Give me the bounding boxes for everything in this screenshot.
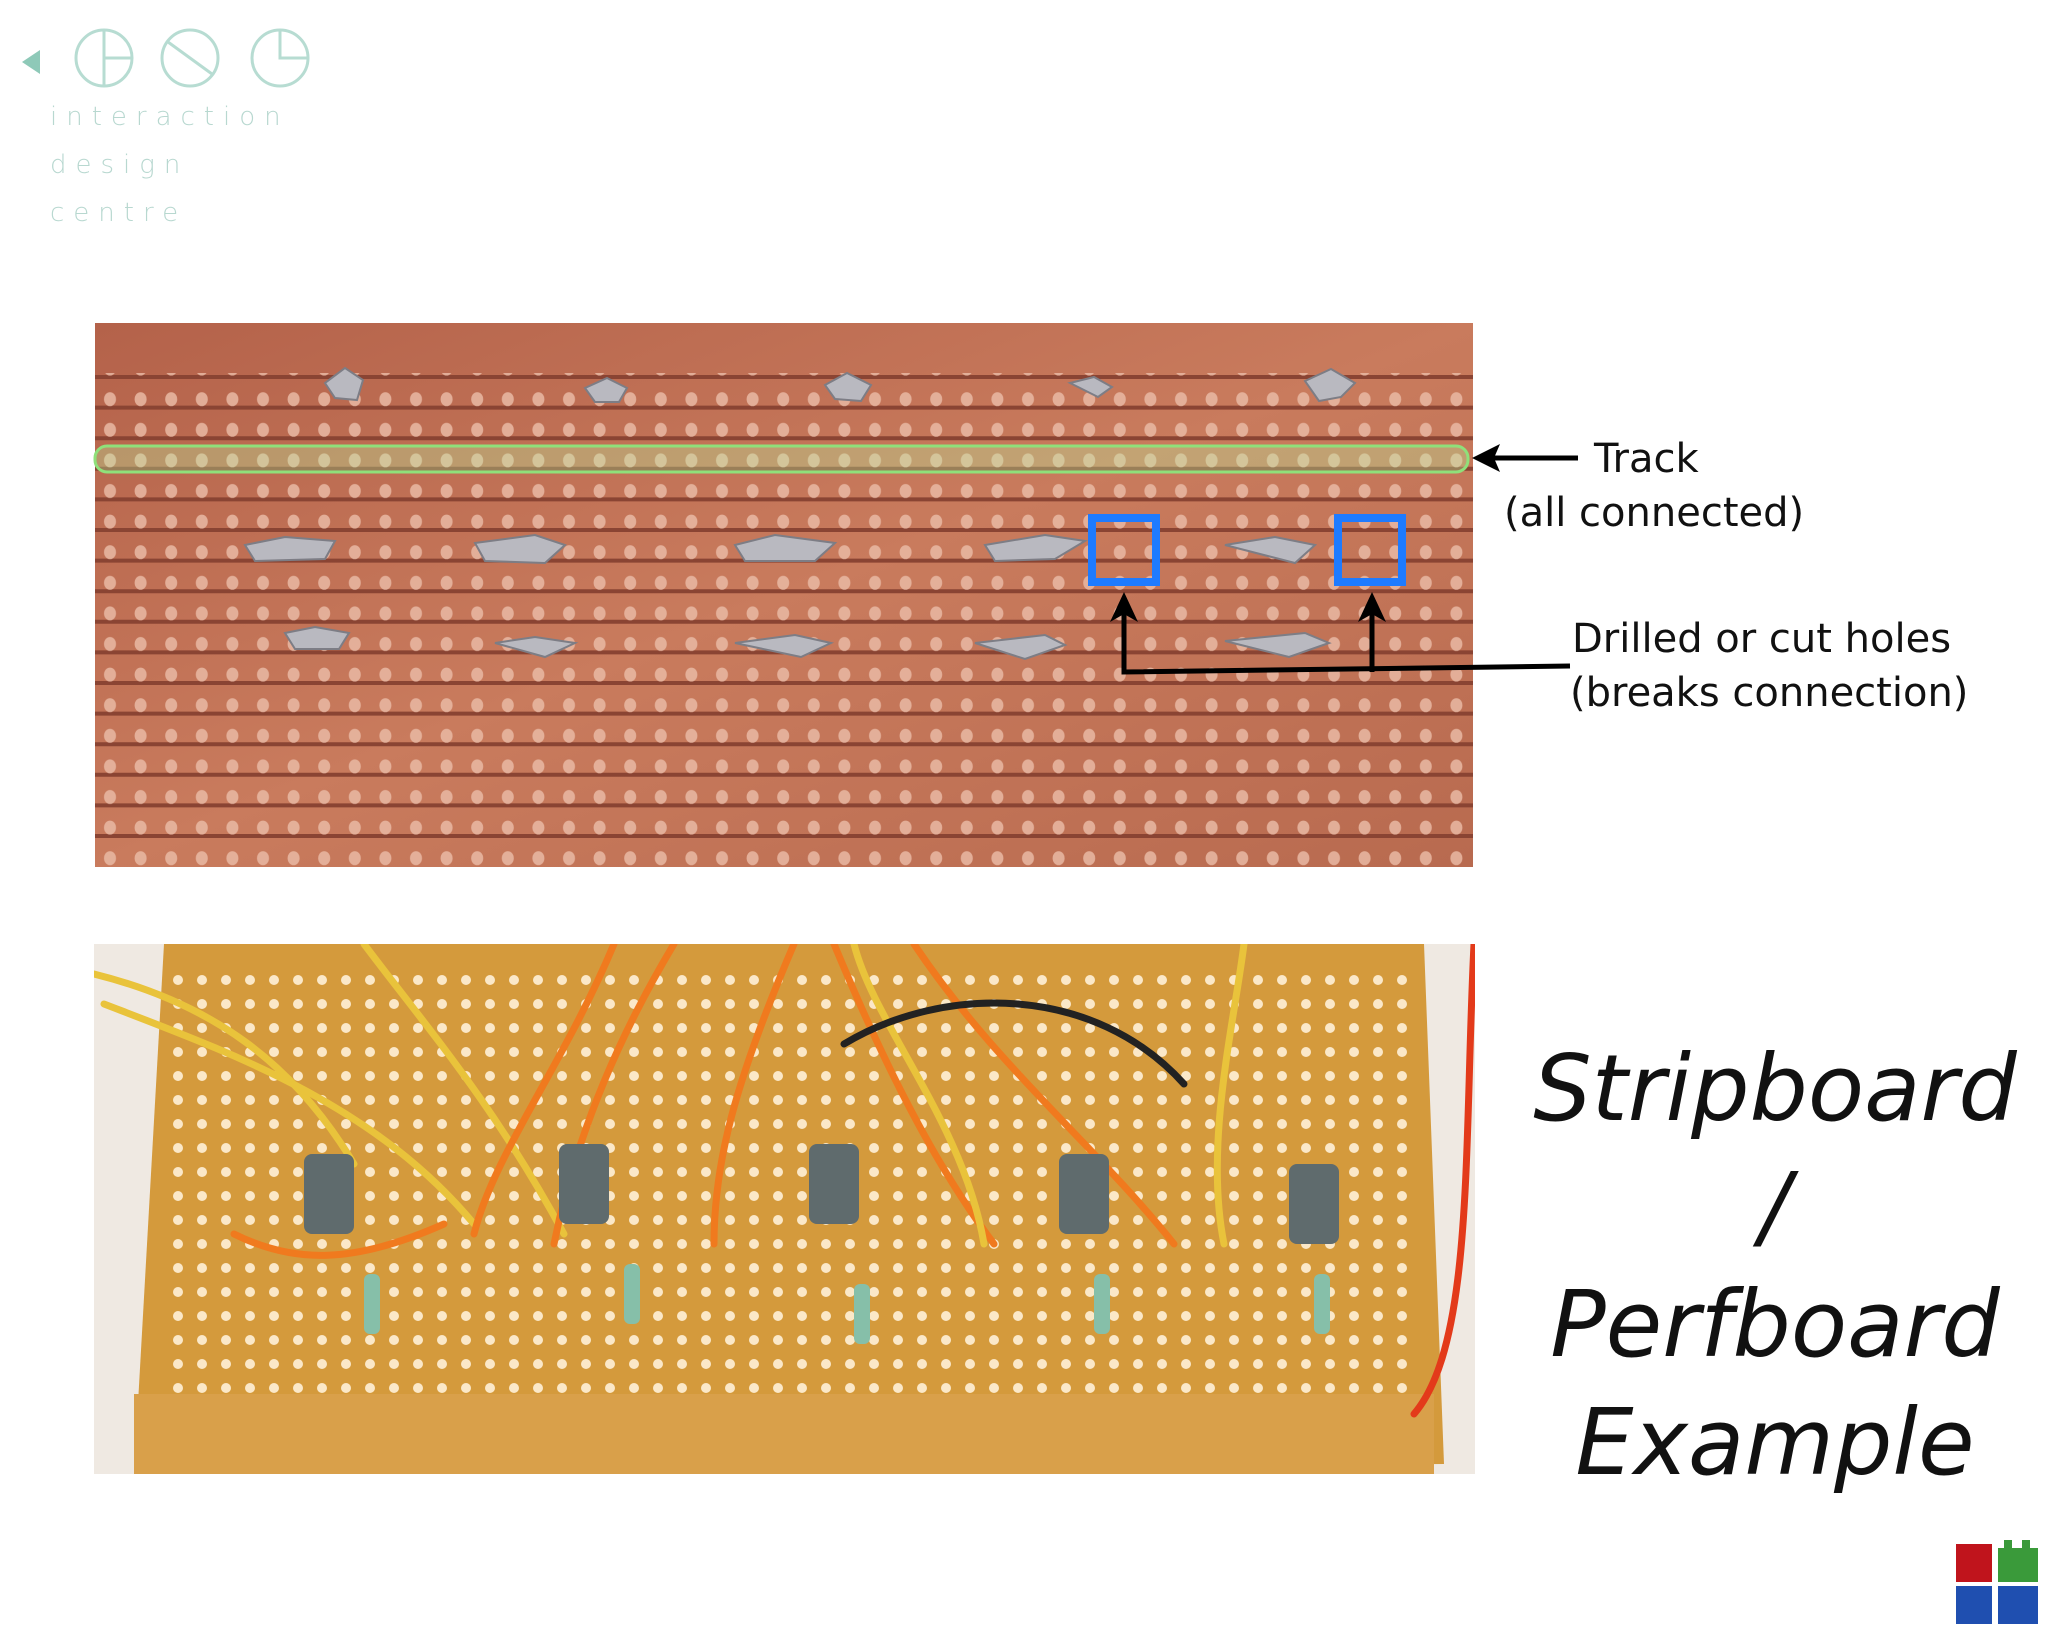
slide-title: Stripboard / Perfboard Example bbox=[1510, 1030, 2040, 1502]
track-sublabel: (all connected) bbox=[1504, 490, 1805, 536]
logo-text-line3: centre bbox=[50, 198, 188, 228]
holes-sublabel: (breaks connection) bbox=[1570, 670, 1969, 716]
hole-box-2 bbox=[1334, 514, 1406, 586]
idc-logo-mark bbox=[22, 28, 310, 88]
slide-title-line2: Perfboard bbox=[1550, 1271, 2000, 1378]
logo-text-line1: interaction bbox=[50, 102, 290, 132]
holes-arrowhead-2 bbox=[1358, 592, 1386, 622]
perfboard-photo bbox=[94, 944, 1475, 1474]
track-label: Track bbox=[1594, 436, 1699, 482]
holes-arrow bbox=[1121, 604, 1571, 675]
track-highlight bbox=[93, 444, 1470, 474]
holes-arrowhead-1 bbox=[1110, 592, 1138, 622]
hole-box-1 bbox=[1088, 514, 1160, 586]
slide-title-line3: Example bbox=[1575, 1389, 1975, 1496]
stripboard-photo bbox=[95, 323, 1473, 867]
slide-title-line1: Stripboard / bbox=[1533, 1035, 2017, 1260]
university-logo bbox=[1956, 1540, 2038, 1624]
logo-text-line2: design bbox=[50, 150, 190, 180]
idc-logo: interaction design centre bbox=[18, 22, 318, 242]
holes-label: Drilled or cut holes bbox=[1572, 616, 1952, 662]
track-arrow bbox=[1472, 444, 1578, 472]
